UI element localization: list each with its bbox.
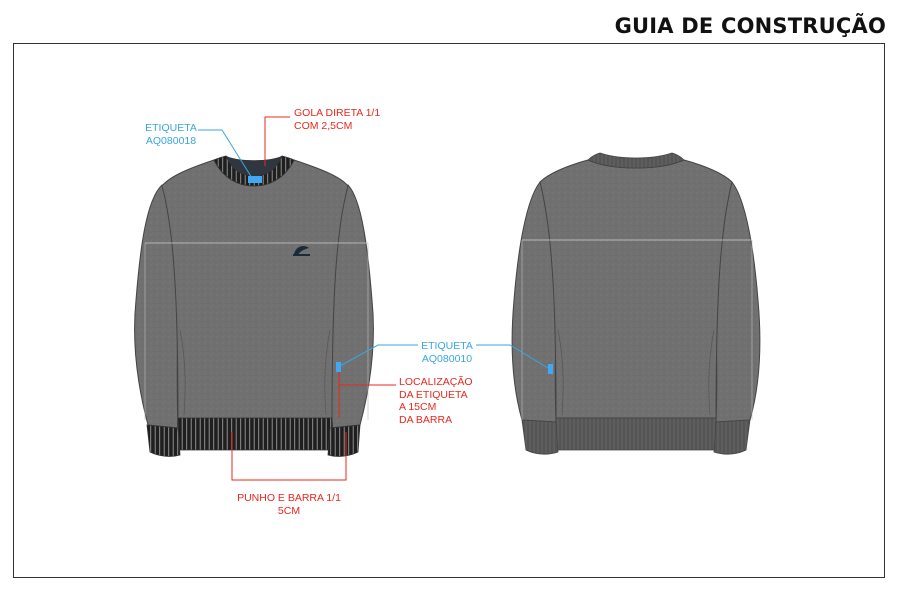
- tag-position-line2: DA ETIQUETA: [399, 388, 468, 401]
- back-body: [539, 159, 733, 419]
- page-title: GUIA DE CONSTRUÇÃO: [614, 14, 886, 38]
- label-patch-icon: [548, 364, 553, 374]
- side-label-line2: AQ080010: [421, 352, 473, 365]
- front-body: [161, 159, 349, 421]
- callout-line-side-label-back: [476, 344, 549, 369]
- side-label-callout: ETIQUETA AQ080010: [414, 340, 480, 365]
- tag-position-line3: A 15CM: [399, 401, 437, 413]
- callout-line-cuff-hem: [231, 432, 347, 481]
- side-label-patch: [336, 362, 341, 372]
- tag-position-callout: LOCALIZAÇÃO DA ETIQUETA A 15CM DA BARRA: [399, 376, 473, 426]
- neck-label-callout: ETIQUETA AQ080018: [136, 122, 206, 147]
- front-right-cuff: [327, 424, 361, 457]
- back-hem-rib: [553, 417, 719, 451]
- brand-logo-icon: [293, 246, 310, 256]
- side-label-line1: ETIQUETA: [421, 340, 473, 352]
- neck-label-line1: ETIQUETA: [145, 122, 197, 134]
- callout-line-side-label-front: [339, 344, 418, 367]
- collar-line2: COM 2,5CM: [294, 119, 353, 132]
- neck-label-patch: [248, 176, 262, 183]
- front-sweatshirt: [134, 155, 374, 457]
- callout-line-collar: [264, 116, 290, 166]
- callout-line-neck-label: [198, 129, 253, 179]
- collar-line1: GOLA DIRETA 1/1: [294, 107, 381, 119]
- back-left-cuff: [521, 419, 559, 455]
- tag-position-line4: DA BARRA: [399, 413, 453, 426]
- back-collar-rib: [587, 152, 685, 169]
- cuff-hem-line2: 5CM: [277, 504, 301, 517]
- cuff-hem-callout: PUNHO E BARRA 1/1 5CM: [224, 492, 354, 517]
- front-left-cuff: [146, 424, 181, 457]
- tag-position-line1: LOCALIZAÇÃO: [399, 376, 473, 388]
- collar-callout: GOLA DIRETA 1/1 COM 2,5CM: [294, 107, 380, 132]
- cuff-hem-line1: PUNHO E BARRA 1/1: [237, 492, 341, 504]
- front-hem-rib: [175, 417, 335, 451]
- back-right-cuff: [713, 419, 751, 455]
- neck-label-line2: AQ080018: [145, 134, 197, 147]
- drawing-frame: [13, 43, 885, 578]
- back-sweatshirt: [511, 152, 761, 455]
